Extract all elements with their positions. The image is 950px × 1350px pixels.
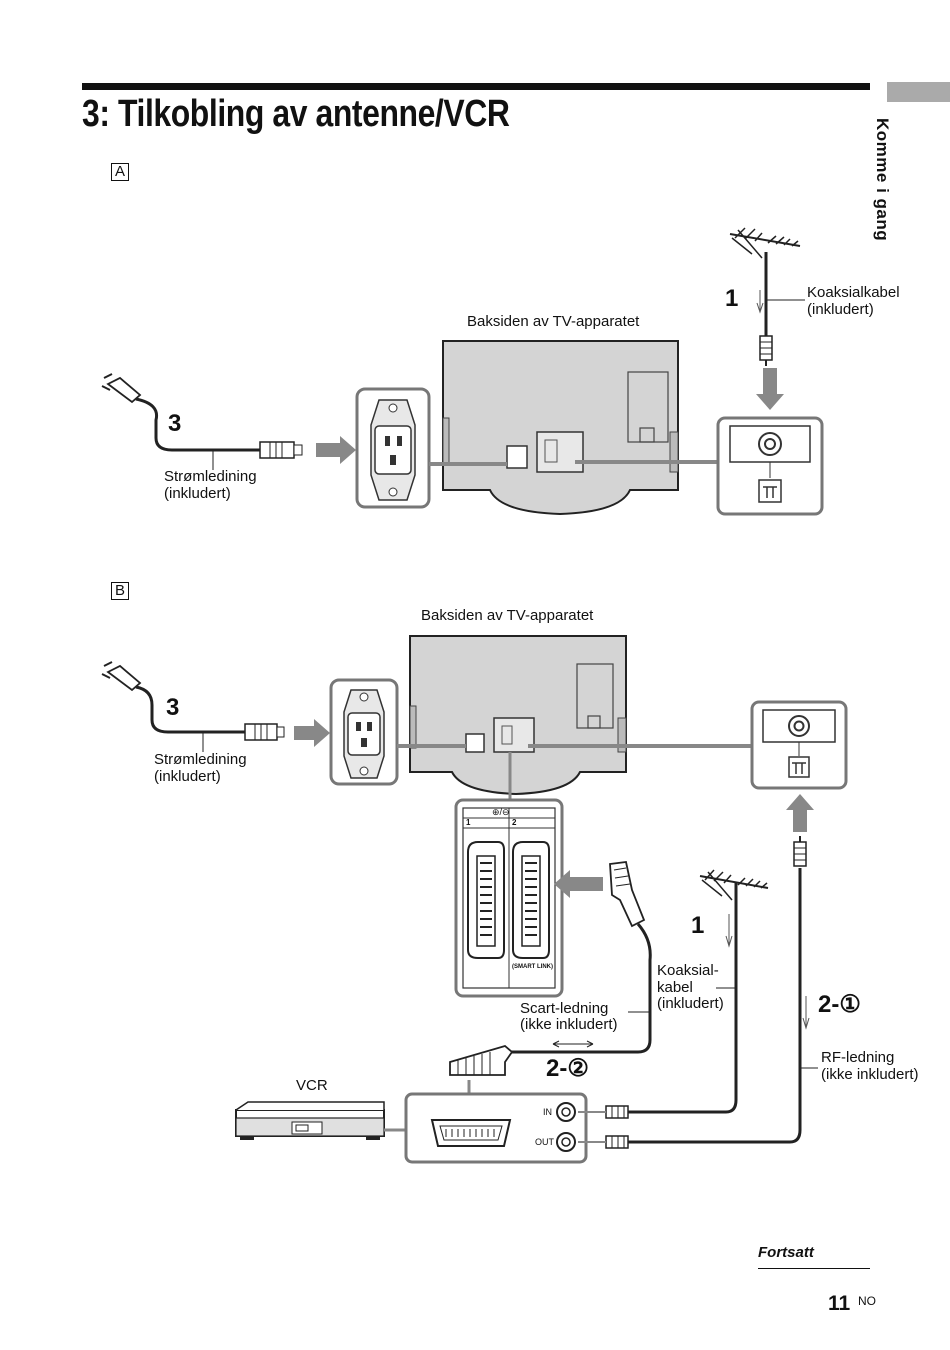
side-tab-label: Komme i gang	[873, 118, 892, 242]
coax-label-b-1: Koaksial-	[657, 962, 719, 979]
scart-cable-label-2: (ikke inkludert)	[520, 1016, 618, 1033]
tv-back-label-b: Baksiden av TV-apparatet	[421, 607, 594, 624]
section-b-diagram	[101, 635, 848, 1164]
power-socket-b	[329, 678, 399, 786]
vcr-label: VCR	[296, 1077, 328, 1094]
scart-symbol: ⊕/⊖	[492, 807, 510, 817]
step-antenna-a: 1	[725, 285, 739, 312]
antenna-b	[699, 869, 769, 948]
power-socket-a	[355, 387, 431, 509]
scart-cable-label-1: Scart-ledning	[520, 1000, 609, 1017]
antenna-socket-a	[716, 416, 824, 516]
vcr-rf-plugs	[578, 868, 802, 1149]
step-scart: 2-②	[546, 1055, 589, 1082]
tv-back-label-a: Baksiden av TV-apparatet	[467, 313, 640, 330]
scart-plug-top	[505, 861, 652, 1054]
tv-back-b	[409, 635, 627, 796]
coax-label-b-3: (inkludert)	[657, 995, 724, 1012]
section-a-marker: A	[111, 163, 129, 181]
continued-label: Fortsatt	[758, 1244, 814, 1261]
power-cord-label-b-2: (inkludert)	[154, 768, 221, 785]
step-power-b: 3	[166, 694, 180, 721]
antenna-a	[729, 227, 805, 366]
coax-label-a-2: (inkludert)	[807, 301, 874, 318]
title-rule	[82, 83, 870, 90]
step-antenna-b: 1	[691, 912, 705, 939]
step-rf: 2-①	[818, 991, 861, 1018]
rf-plug-b	[793, 836, 807, 867]
continued-rule	[758, 1268, 870, 1269]
vcr-connector-panel	[404, 1092, 588, 1164]
vcr-out-label: OUT	[535, 1137, 554, 1147]
power-plug-b	[101, 661, 285, 741]
step-power-a: 3	[168, 410, 182, 437]
scart-plug-bottom	[449, 1044, 514, 1076]
power-cord-label-a-1: Strømledining	[164, 468, 257, 485]
tv-back-a	[442, 340, 679, 516]
vcr-device	[235, 1101, 385, 1140]
power-cord-label-b-1: Strømledining	[154, 751, 247, 768]
side-tab-marker	[887, 82, 950, 102]
scart-port-1-label: 1	[466, 818, 471, 827]
scart-port-2-label: 2	[512, 818, 517, 827]
coax-label-a-1: Koaksialkabel	[807, 284, 900, 301]
page-suffix: NO	[858, 1294, 876, 1308]
rf-label-1: RF-ledning	[821, 1049, 895, 1066]
page-number: 11	[828, 1292, 851, 1315]
power-plug-a	[101, 373, 303, 459]
section-a-diagram	[101, 227, 824, 516]
scart-panel	[454, 798, 564, 998]
smart-link-label: (SMART LINK)	[512, 964, 553, 970]
page-title: 3: Tilkobling av antenne/VCR	[82, 93, 510, 135]
coax-label-b-2: kabel	[657, 979, 693, 996]
vcr-in-label: IN	[543, 1107, 552, 1117]
rf-label-2: (ikke inkludert)	[821, 1066, 919, 1083]
power-cord-label-a-2: (inkludert)	[164, 485, 231, 502]
antenna-socket-b	[750, 700, 848, 790]
section-b-marker: B	[111, 582, 129, 600]
